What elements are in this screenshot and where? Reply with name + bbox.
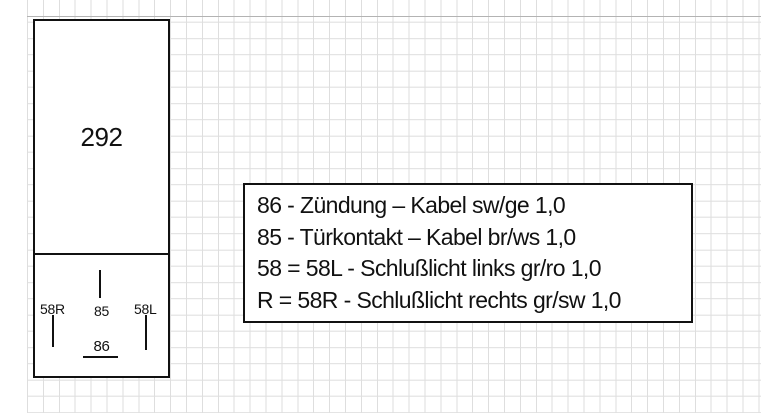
legend-line-58r: R = 58R - Schlußlicht rechts gr/sw 1,0: [257, 286, 621, 313]
pin-86-label: 86: [93, 338, 110, 355]
legend-line-86: 86 - Zündung – Kabel sw/ge 1,0: [257, 192, 566, 218]
pin-86-underline: [83, 356, 118, 358]
pin-58l-label: 58L: [134, 301, 157, 317]
pin-58r-label: 58R: [40, 301, 65, 317]
legend-line-85: 85 - Türkontakt – Kabel br/ws 1,0: [257, 223, 576, 250]
relay-divider-line: [35, 253, 168, 255]
pin-85-lead-line: [99, 270, 101, 298]
grid-major-line: [27, 16, 761, 17]
pin-58r-lead-line: [52, 315, 54, 347]
legend-line-58l: 58 = 58L - Schlußlicht links gr/ro 1,0: [257, 255, 601, 282]
relay-shape[interactable]: 292 58R 85 58L 86: [33, 19, 170, 378]
pin-85-label: 85: [94, 303, 109, 319]
relay-part-number: 292: [80, 122, 123, 152]
pin-58l-lead-line: [145, 315, 147, 350]
legend-shape[interactable]: 86 - Zündung – Kabel sw/ge 1,0 85 - Türk…: [243, 183, 693, 323]
